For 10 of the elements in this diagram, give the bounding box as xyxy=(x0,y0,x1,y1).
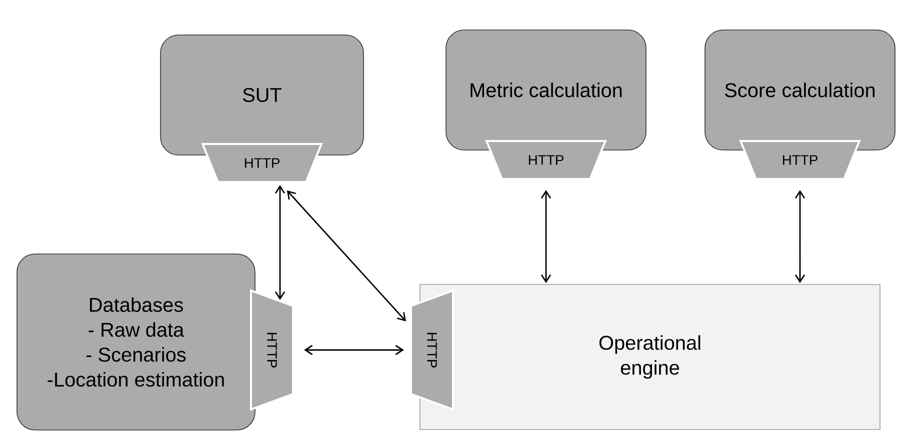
node-label: Score calculation xyxy=(725,82,875,98)
double-arrow xyxy=(286,190,406,322)
double-arrow xyxy=(794,190,806,284)
node-label: - Scenarios xyxy=(86,347,186,362)
node-label: -Location estimation xyxy=(48,372,224,387)
double-arrow xyxy=(274,185,286,300)
node-label: Databases xyxy=(90,297,183,312)
double-arrow xyxy=(540,190,552,284)
double-arrow xyxy=(304,344,404,356)
node-label: - Raw data xyxy=(88,322,184,337)
